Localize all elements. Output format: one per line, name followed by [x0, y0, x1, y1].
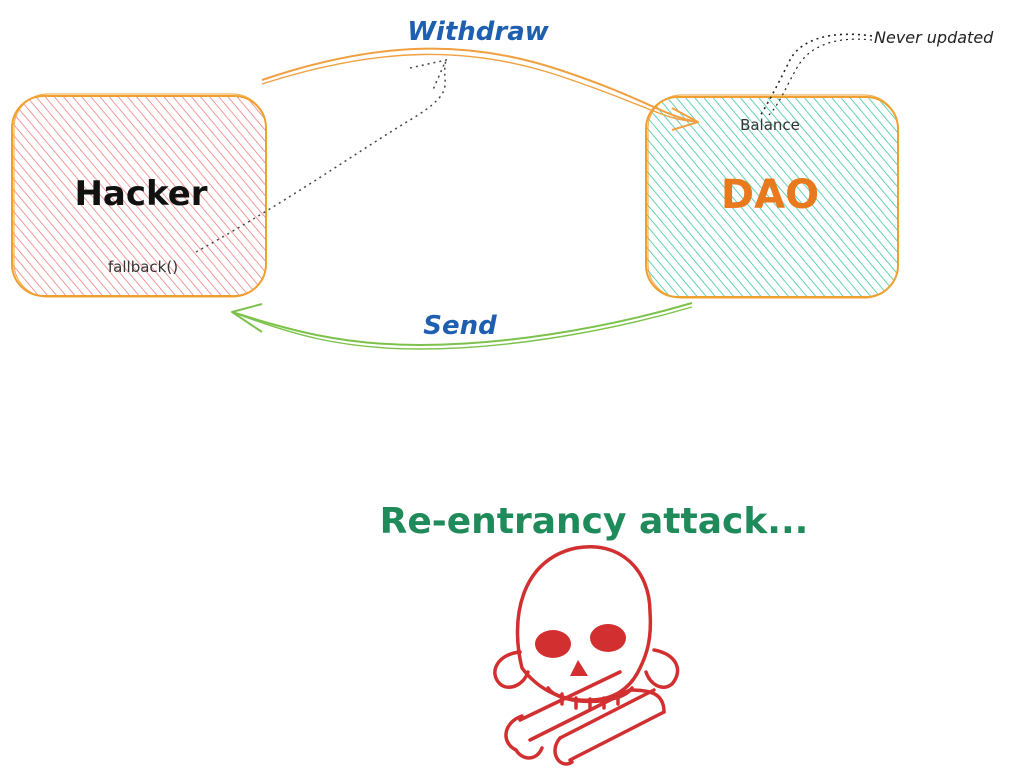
never-updated-pointer — [759, 33, 873, 117]
never-updated-note: Never updated — [874, 28, 994, 47]
hacker-box: Hacker fallback() — [11, 93, 267, 298]
hacker-title: Hacker — [74, 174, 207, 214]
skull-crossbones-icon — [493, 545, 680, 766]
skull-eyes — [535, 624, 626, 676]
dao-title: DAO — [721, 172, 819, 218]
withdraw-arrow — [261, 47, 699, 131]
reentry-dotted-arrow — [195, 58, 448, 253]
caption-title: Re-entrancy attack... — [380, 501, 809, 542]
send-label: Send — [423, 311, 497, 341]
hacker-fallback-label: fallback() — [108, 258, 178, 276]
send-arrow — [231, 302, 693, 350]
withdraw-label: Withdraw — [407, 17, 550, 47]
dao-balance-label: Balance — [740, 116, 800, 134]
dao-box: DAO Balance — [645, 94, 899, 299]
